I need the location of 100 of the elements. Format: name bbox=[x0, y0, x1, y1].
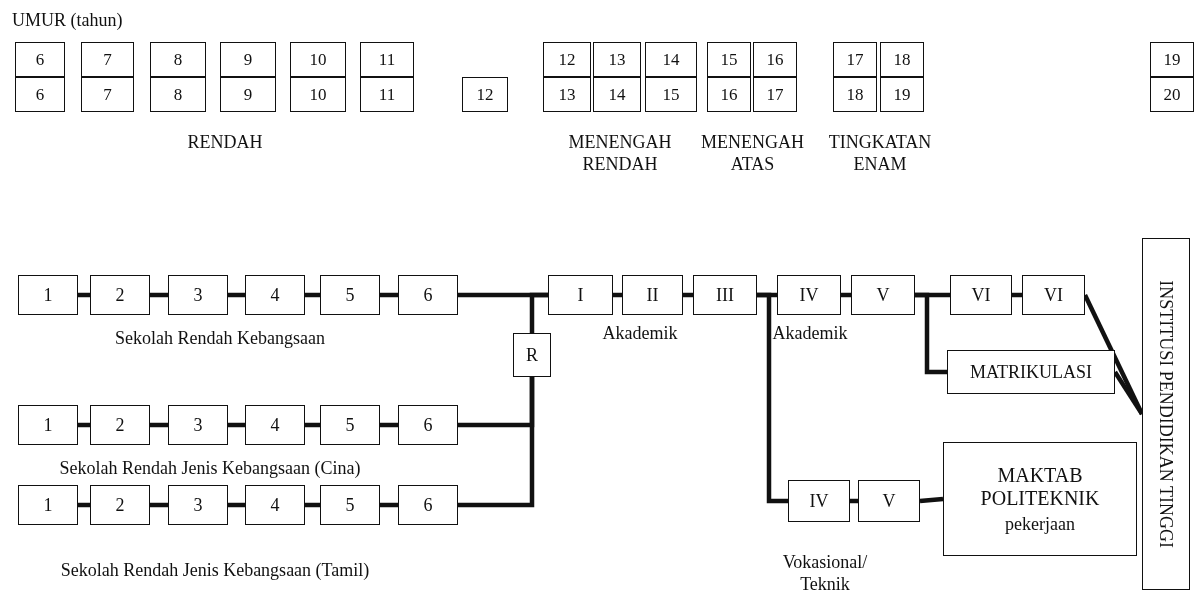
age-box bbox=[593, 42, 641, 77]
connector-line bbox=[458, 377, 535, 508]
box-text: 18 bbox=[846, 84, 864, 105]
box-text: 13 bbox=[558, 84, 576, 105]
box-text: IV bbox=[809, 490, 829, 512]
age-box bbox=[707, 77, 751, 112]
stage-box bbox=[168, 405, 228, 445]
age-box bbox=[360, 42, 414, 77]
age-box bbox=[707, 42, 751, 77]
box-text: 6 bbox=[35, 49, 45, 70]
stage-box bbox=[622, 275, 683, 315]
box-text: 11 bbox=[378, 49, 396, 70]
stage-box bbox=[168, 275, 228, 315]
age-box bbox=[150, 77, 206, 112]
box-text: 14 bbox=[608, 84, 626, 105]
box-text: 7 bbox=[103, 49, 112, 70]
age-box bbox=[753, 77, 797, 112]
box-text: 2 bbox=[115, 494, 125, 516]
age-box bbox=[220, 77, 276, 112]
box-text: 10 bbox=[309, 84, 327, 105]
age-box bbox=[15, 77, 65, 112]
box-text: 4 bbox=[270, 494, 280, 516]
stage-label: Sekolah Rendah Jenis Kebangsaan (Cina) bbox=[58, 458, 362, 480]
stage-label: Sekolah Rendah Jenis Kebangsaan (Tamil) bbox=[59, 560, 371, 582]
stage-box bbox=[548, 275, 613, 315]
connector-line bbox=[915, 292, 947, 375]
age-box bbox=[593, 77, 641, 112]
box-text: MATRIKULASI bbox=[970, 361, 1092, 383]
box-text: 2 bbox=[115, 284, 125, 306]
stage-label: Vokasional/ Teknik bbox=[781, 552, 869, 596]
stage-box bbox=[851, 275, 915, 315]
box-text: 9 bbox=[243, 49, 253, 70]
connector-line bbox=[529, 292, 548, 333]
box-text: 9 bbox=[243, 84, 253, 105]
stage-box bbox=[90, 405, 150, 445]
stage-box bbox=[90, 485, 150, 525]
stage-box bbox=[788, 480, 850, 522]
box-text: 2 bbox=[115, 414, 125, 436]
box-text: I bbox=[577, 284, 584, 306]
stage-box bbox=[398, 275, 458, 315]
box-text: 14 bbox=[662, 49, 680, 70]
age-box bbox=[462, 77, 508, 112]
age-box bbox=[290, 77, 346, 112]
age-box bbox=[150, 42, 206, 77]
box-text: 18 bbox=[893, 49, 911, 70]
age-box bbox=[290, 42, 346, 77]
stage-box bbox=[320, 405, 380, 445]
stage-label: Sekolah Rendah Kebangsaan bbox=[114, 328, 326, 350]
age-box bbox=[645, 42, 697, 77]
box-text: V bbox=[882, 490, 896, 512]
box-text: 8 bbox=[173, 49, 183, 70]
box-text: 12 bbox=[558, 49, 576, 70]
stage-box bbox=[320, 485, 380, 525]
age-box bbox=[81, 42, 134, 77]
stage-box bbox=[245, 485, 305, 525]
box-text: VI bbox=[1044, 284, 1063, 306]
box-text: R bbox=[526, 344, 538, 366]
stage-label: TINGKATAN ENAM bbox=[827, 132, 933, 176]
stage-box bbox=[18, 275, 78, 315]
box-text: 1 bbox=[43, 494, 53, 516]
stage-box bbox=[693, 275, 757, 315]
age-box bbox=[833, 42, 877, 77]
box-text: 7 bbox=[103, 84, 112, 105]
age-box bbox=[753, 42, 797, 77]
age-box bbox=[543, 77, 591, 112]
box-text: II bbox=[646, 284, 659, 306]
box-text: 3 bbox=[193, 284, 203, 306]
stage-box bbox=[245, 405, 305, 445]
box-text: 17 bbox=[766, 84, 784, 105]
stage-box bbox=[245, 275, 305, 315]
box-text: 19 bbox=[893, 84, 911, 105]
connector-line bbox=[919, 496, 944, 504]
box-text: 6 bbox=[423, 494, 433, 516]
box-text: 3 bbox=[193, 494, 203, 516]
box-text: 16 bbox=[766, 49, 784, 70]
stage-box bbox=[398, 485, 458, 525]
box-text: 6 bbox=[35, 84, 45, 105]
box-text: 20 bbox=[1163, 84, 1181, 105]
age-box bbox=[645, 77, 697, 112]
stage-label: RENDAH bbox=[186, 132, 264, 154]
axis-title: UMUR (tahun) bbox=[12, 10, 124, 32]
stage-box bbox=[320, 275, 380, 315]
box-text: 4 bbox=[270, 284, 280, 306]
box-text: 12 bbox=[476, 84, 494, 105]
box-text: 11 bbox=[378, 84, 396, 105]
box-text: 15 bbox=[720, 49, 738, 70]
stage-box bbox=[168, 485, 228, 525]
stage-label: MENENGAH RENDAH bbox=[567, 132, 673, 176]
stage-box bbox=[513, 333, 551, 377]
age-box bbox=[833, 77, 877, 112]
box-text: 1 bbox=[43, 284, 53, 306]
box-text: IV bbox=[799, 284, 819, 306]
box-text: 3 bbox=[193, 414, 203, 436]
stage-label: Akademik bbox=[771, 323, 849, 345]
box-text: V bbox=[876, 284, 890, 306]
box-text: 13 bbox=[608, 49, 626, 70]
box-text: 4 bbox=[270, 414, 280, 436]
age-box bbox=[81, 77, 134, 112]
stage-box bbox=[90, 275, 150, 315]
age-box bbox=[880, 42, 924, 77]
